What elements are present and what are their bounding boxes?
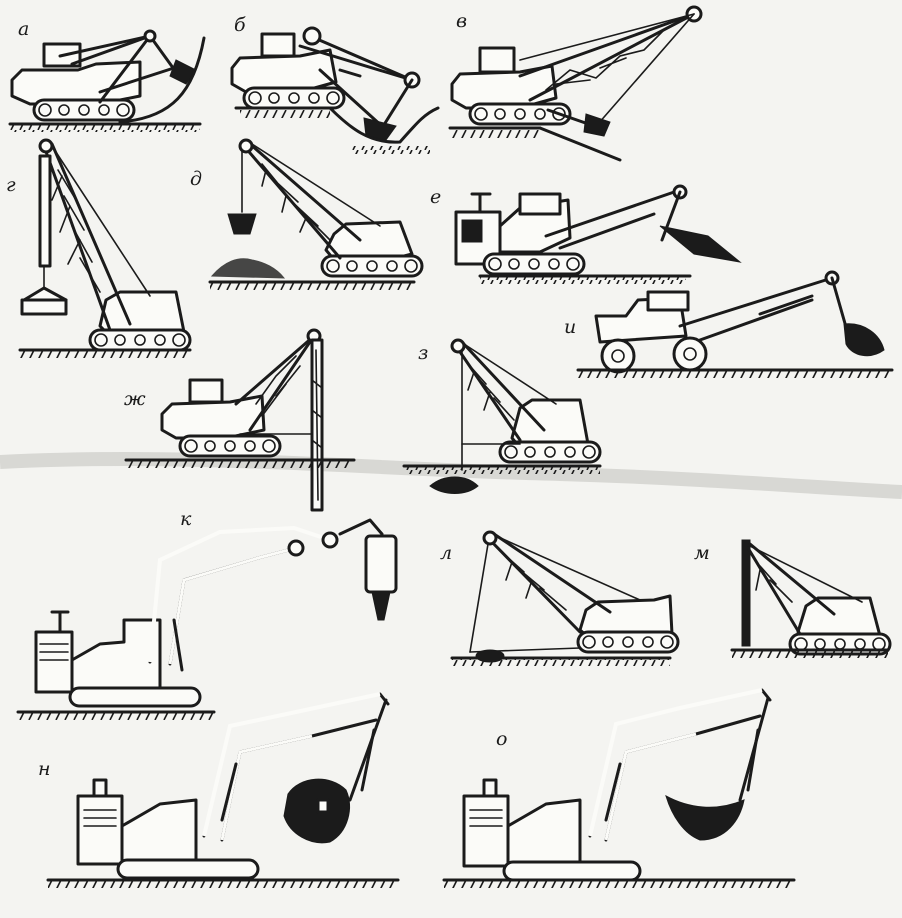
label-zh: ж: [124, 388, 146, 410]
label-k: к: [180, 508, 192, 530]
label-e: е: [430, 186, 442, 208]
machine-a-shovel: [8, 29, 206, 132]
machine-k-hammer-excavator: [16, 518, 398, 720]
label-g: г: [6, 174, 16, 196]
machine-z-crane: [402, 338, 602, 494]
machine-o-backhoe: [442, 688, 796, 888]
label-l: л: [440, 542, 453, 564]
machine-b-backhoe: [230, 26, 440, 154]
label-v: в: [456, 10, 468, 32]
machine-i-wheeled-excavator: [576, 270, 894, 378]
machine-g-crane: [18, 138, 192, 358]
machine-zh-pile-driver: [124, 328, 356, 512]
label-o: о: [496, 728, 508, 750]
label-i: и: [564, 316, 577, 338]
machine-l-crane: [450, 530, 680, 666]
machine-d-grab-crane: [208, 138, 424, 290]
label-d: д: [190, 168, 203, 190]
machine-m-pile-crane: [730, 539, 892, 658]
label-z: з: [418, 342, 429, 364]
label-n: н: [38, 758, 51, 780]
label-b: б: [234, 14, 246, 36]
label-a: а: [18, 18, 30, 40]
label-m: м: [694, 542, 710, 564]
machine-n-backhoe: [46, 692, 400, 888]
machine-v-dragline: [448, 5, 703, 162]
machine-e-ripper: [454, 184, 742, 284]
